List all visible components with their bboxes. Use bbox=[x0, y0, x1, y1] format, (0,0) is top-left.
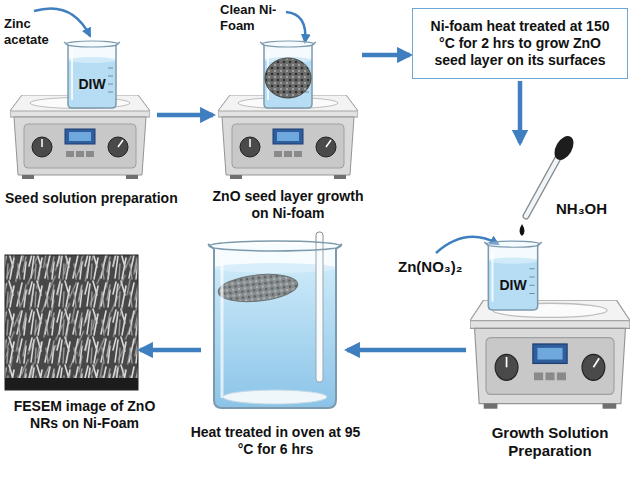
solution-label: DIW bbox=[493, 277, 533, 294]
stage-caption: Seed solution preparation bbox=[5, 190, 215, 207]
process-arrow bbox=[347, 348, 466, 353]
hotplate-stirrer bbox=[10, 41, 150, 179]
process-box: Ni-foam heat treated at 150 °C for 2 hrs… bbox=[412, 8, 628, 79]
process-text: Ni-foam heat treated at 150 °C for 2 hrs… bbox=[423, 18, 617, 68]
dropper bbox=[520, 133, 578, 236]
process-arrow bbox=[157, 113, 213, 118]
reagent-label: Zn(NO₃)₂ bbox=[398, 258, 482, 276]
fesem-image bbox=[5, 255, 138, 390]
oven-stage: Heat treated in oven at 95 °C for 6 hrs bbox=[203, 240, 345, 415]
process-arrow bbox=[140, 348, 201, 353]
seed-layer-stage: ZnO seed layer growth on Ni-foam bbox=[215, 30, 360, 182]
fesem-stage: FESEM image of ZnO NRs on Ni-Foam bbox=[5, 255, 138, 390]
ni-foam-arrow bbox=[286, 12, 305, 42]
hotplate-with-foam bbox=[218, 41, 358, 179]
growth-hotplate bbox=[470, 241, 630, 409]
process-arrow bbox=[518, 81, 523, 143]
stage-caption: Heat treated in oven at 95 °C for 6 hrs bbox=[188, 424, 363, 458]
stage-caption: Growth Solution Preparation bbox=[470, 424, 630, 460]
reagent-label: Zinc acetate bbox=[4, 16, 60, 47]
process-arrow bbox=[362, 53, 410, 58]
growth-solution-stage: DIWGrowth Solution Preparation bbox=[468, 145, 632, 413]
stage-caption: FESEM image of ZnO NRs on Ni-Foam bbox=[2, 398, 167, 432]
reagent-label: NH₃OH bbox=[556, 200, 628, 218]
stage-caption: ZnO seed layer growth on Ni-foam bbox=[212, 188, 364, 222]
solution-label: DIW bbox=[72, 76, 112, 93]
material-label: Clean Ni-Foam bbox=[220, 2, 284, 33]
seed-solution-stage: DIWSeed solution preparation bbox=[5, 30, 155, 182]
oven-beaker bbox=[208, 232, 342, 408]
